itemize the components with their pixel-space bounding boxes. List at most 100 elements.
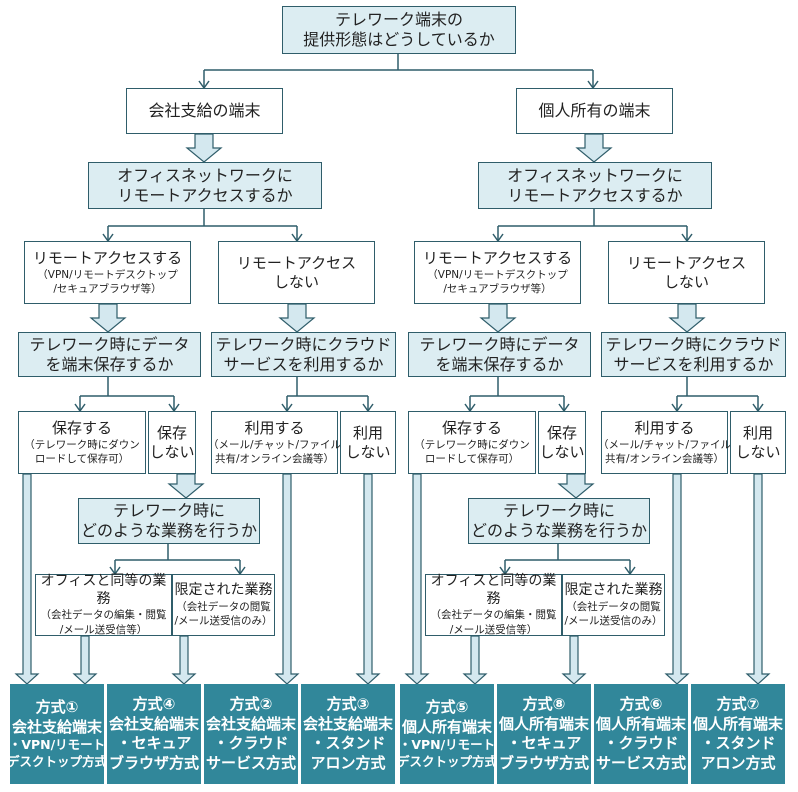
company-store-no-line2: しない	[149, 442, 195, 461]
result-line-3: ・クラウド	[603, 734, 679, 752]
company-cloud-question-line2: サービスを利用するか	[223, 354, 384, 374]
result-line-3: ・クラウド	[213, 734, 289, 752]
block-arrow-icon	[479, 303, 517, 333]
result-line-4: ブラウザ方式	[498, 753, 589, 772]
company-device-label: 会社支給の端末	[148, 101, 261, 120]
result-line-1: 方式③	[326, 695, 370, 713]
result-line-1: 方式⑦	[716, 695, 760, 713]
company-device-box: 会社支給の端末	[126, 88, 283, 134]
company-remote-yes-detail-2: /セキュアブラウザ等）	[53, 282, 162, 295]
personal-remote-yes-title: リモートアクセスする	[422, 248, 573, 267]
company-cloud-yes-detail-2: 共有/オンライン会議等）	[214, 452, 335, 465]
block-arrow-icon	[89, 303, 127, 333]
result-line-3: ・セキュア	[116, 734, 192, 752]
result-line-1: 方式⑤	[425, 698, 469, 717]
result-line-3: ・セキュア	[506, 734, 582, 752]
down-arrow-icon	[404, 473, 430, 685]
personal-remote-yes-detail-1: （VPN/リモートデスクトップ	[427, 268, 568, 281]
down-arrow-icon	[274, 473, 300, 685]
personal-work-full-detail-2: /メール送受信等）	[449, 623, 538, 636]
result-line-4: デスクトップ方式	[7, 753, 108, 769]
personal-remote-no: リモートアクセスしない	[608, 241, 765, 304]
company-cloud-no-line2: しない	[345, 442, 391, 461]
root-question-line1: テレワーク端末の	[334, 10, 463, 29]
result-line-4: ブラウザ方式	[108, 753, 199, 772]
company-store-no: 保存しない	[148, 411, 196, 474]
company-store-question-line2: を端末保存するか	[45, 354, 174, 374]
result-line-3: ・スタンド	[310, 734, 386, 752]
personal-remote-no-line2: しない	[663, 272, 709, 291]
personal-store-question: テレワーク時にデータを端末保存するか	[408, 332, 591, 377]
personal-cloud-question-line1: テレワーク時にクラウド	[605, 334, 782, 354]
result-line-4: デスクトップ方式	[397, 753, 498, 769]
root-question-line2: 提供形態はどうしているか	[303, 30, 495, 49]
personal-cloud-no: 利用しない	[730, 411, 786, 474]
company-cloud-yes-title: 利用する	[244, 418, 305, 437]
block-arrow-icon	[185, 133, 223, 163]
personal-remote-yes: リモートアクセスする（VPN/リモートデスクトップ/セキュアブラウザ等）	[414, 241, 581, 304]
result-line-4: サービス方式	[205, 753, 296, 772]
result-line-4: アロン方式	[310, 753, 386, 772]
personal-work-full: オフィスと同等の業務 （会社データの編集・閲覧/メール送受信等）	[425, 573, 562, 636]
company-remote-question: オフィスネットワークにリモートアクセスするか	[88, 162, 322, 209]
company-remote-no-line1: リモートアクセス	[236, 253, 357, 272]
personal-cloud-yes-title: 利用する	[634, 418, 695, 437]
result-line-2: 会社支給端末	[108, 714, 199, 733]
personal-remote-no-line1: リモートアクセス	[626, 253, 747, 272]
company-store-yes-title: 保存する	[51, 418, 112, 437]
company-store-no-line1: 保存	[156, 423, 187, 442]
personal-store-yes-detail-1: （テレワーク時にダウン	[414, 438, 530, 451]
result-line-2: 会社支給端末	[11, 717, 102, 736]
result-line-4: サービス方式	[595, 753, 686, 772]
personal-device-box: 個人所有の端末	[516, 88, 673, 134]
company-store-yes: 保存する（テレワーク時にダウンロードして保存可）	[18, 411, 146, 474]
personal-work-full-title: オフィスと同等の業務	[430, 573, 557, 607]
personal-cloud-yes: 利用する（メール/チャット/ファイル共有/オンライン会議等）	[598, 411, 731, 474]
down-arrow-icon	[171, 635, 197, 685]
company-store-yes-detail-2: ロードして保存可）	[34, 452, 130, 465]
down-arrow-icon	[355, 473, 381, 685]
result-line-2: 個人所有端末	[401, 717, 492, 736]
result-line-1: 方式④	[132, 695, 176, 713]
company-remote-yes-title: リモートアクセスする	[32, 248, 183, 267]
company-cloud-question-line1: テレワーク時にクラウド	[215, 334, 392, 354]
company-remote-question-line2: リモートアクセスするか	[117, 185, 293, 205]
result-line-2: 個人所有端末	[692, 714, 783, 733]
result-line-2: 会社支給端末	[205, 714, 296, 733]
down-arrow-icon	[664, 473, 690, 685]
company-work-limited-title: 限定された業務	[174, 582, 273, 599]
down-arrow-icon	[462, 635, 488, 685]
company-work-full: オフィスと同等の業務（会社データの編集・閲覧/メール送受信等）	[35, 573, 172, 636]
company-remote-no: リモートアクセスしない	[218, 241, 375, 304]
company-remote-no-line2: しない	[273, 272, 319, 291]
personal-cloud-question: テレワーク時にクラウドサービスを利用するか	[601, 332, 786, 377]
personal-work-limited-detail-1: （会社データの閲覧	[566, 600, 661, 613]
company-cloud-no: 利用しない	[340, 411, 396, 474]
result-line-1: 方式①	[35, 698, 79, 717]
company-work-question: テレワーク時にどのような業務を行うか	[78, 498, 260, 544]
personal-cloud-yes-detail-1: （メール/チャット/ファイル	[598, 438, 731, 451]
personal-device-label: 個人所有の端末	[538, 101, 651, 120]
personal-work-limited-detail-2: /メール送受信のみ）	[564, 614, 663, 627]
down-arrow-icon	[745, 473, 771, 685]
result-line-3: ・VPN/リモート	[398, 737, 496, 753]
company-remote-yes: リモートアクセスする（VPN/リモートデスクトップ/セキュアブラウザ等）	[24, 241, 191, 304]
result-line-2: 会社支給端末	[302, 714, 393, 733]
down-arrow-icon	[14, 473, 40, 685]
personal-cloud-yes-detail-2: 共有/オンライン会議等）	[604, 452, 725, 465]
result-line-3: ・VPN/リモート	[8, 737, 106, 753]
result-line-4: アロン方式	[700, 753, 776, 772]
company-cloud-no-line1: 利用	[352, 423, 383, 442]
company-cloud-question: テレワーク時にクラウドサービスを利用するか	[211, 332, 396, 377]
down-arrow-icon	[72, 635, 98, 685]
personal-work-full-detail-1: （会社データの編集・閲覧	[430, 609, 557, 622]
company-store-yes-detail-1: （テレワーク時にダウン	[24, 438, 140, 451]
company-work-full-title: オフィスと同等の業務	[40, 573, 167, 607]
